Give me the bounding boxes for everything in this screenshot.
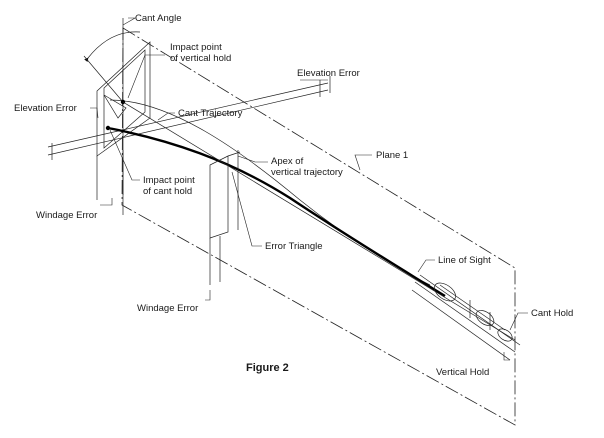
label-line-of-sight: Line of Sight	[438, 255, 491, 266]
label-windage-error-bottom: Windage Error	[137, 303, 198, 314]
label-windage-error-left: Windage Error	[36, 210, 97, 221]
target-frame	[96, 41, 151, 157]
label-impact-vertical-2: of vertical hold	[170, 53, 231, 64]
label-error-triangle: Error Triangle	[265, 241, 323, 252]
label-impact-cant-1: Impact point	[143, 175, 195, 186]
label-plane-1: Plane 1	[376, 150, 408, 161]
impact-point-cant	[105, 125, 111, 131]
rifle-scope	[411, 274, 521, 361]
label-apex-2: vertical trajectory	[271, 167, 343, 178]
leaders	[90, 17, 528, 361]
figure-caption: Figure 2	[246, 362, 289, 374]
label-apex-1: Apex of	[271, 156, 304, 167]
label-cant-trajectory: Cant Trajectory	[178, 108, 243, 119]
label-impact-cant-2: of cant hold	[143, 186, 192, 197]
label-cant-hold: Cant Hold	[531, 308, 573, 319]
label-cant-angle: Cant Angle	[135, 13, 181, 24]
label-elevation-error-top: Elevation Error	[297, 68, 360, 79]
elevation-error-axis	[47, 76, 331, 160]
windage-error-ticks	[96, 150, 221, 285]
line-of-sight	[122, 101, 516, 341]
vertical-trajectory	[107, 126, 446, 298]
label-impact-vertical-1: Impact point	[170, 42, 222, 53]
label-vertical-hold: Vertical Hold	[436, 367, 489, 378]
cant-angle-arc	[83, 18, 141, 215]
label-elevation-error-left: Elevation Error	[14, 103, 77, 114]
plane-1-outline	[121, 27, 516, 426]
